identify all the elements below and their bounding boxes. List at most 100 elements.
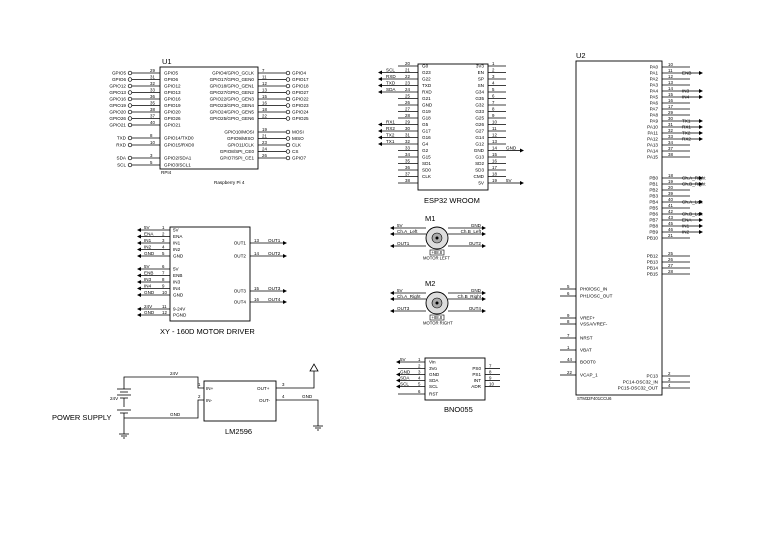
rpi-right-pin-number: 19 (262, 127, 267, 132)
stm32-right-pin-label: PA8 (650, 113, 659, 118)
driver-left-net: ENA (144, 232, 154, 237)
stm32-right-pin-number: 41 (668, 203, 673, 208)
stm32-right-pins: PA010PA111ENBPA212PA313PA414IN3PA515IN4P… (618, 62, 707, 391)
rpi-right-net: MISO (292, 136, 304, 141)
rpi-right-pin-label: GPIO18/GPIO_GEN1 (210, 84, 255, 89)
bno-right-pin-number: 9 (489, 376, 492, 381)
esp32-left-pin-label: G15 (422, 155, 431, 160)
stm32-right-pin-number: 21 (668, 233, 673, 238)
stm32-left-pin-label: VSSA/VREF- (580, 322, 608, 327)
rpi-left-net: GPIO6 (112, 77, 126, 82)
esp32-left-pin-number: 35 (405, 159, 410, 164)
net-24v-label: 24V (170, 371, 179, 376)
motor-part: MOTOR RIGHT (423, 321, 453, 326)
rpi-left-net: GPIO13 (109, 90, 126, 95)
stm32-right-pin-label: PB14 (647, 266, 659, 271)
rpi-right-net: CS (292, 149, 298, 154)
driver-right-pin-label: OUT4 (234, 300, 247, 305)
net-terminal (127, 162, 133, 168)
stm32-right-pin-label: PC13 (647, 374, 659, 379)
stm32-right-pin-label: PB3 (649, 194, 658, 199)
stm32-ref: U2 (576, 51, 586, 60)
esp32-left-pin-number: 33 (405, 146, 410, 151)
net-arrow-icon (396, 384, 400, 389)
driver-right-net: OUT3 (268, 286, 281, 291)
esp32-right-pin-number: 2 (492, 68, 495, 73)
stm32-left-pin-label: VBAT (580, 348, 592, 353)
rpi-left-pin-number: 29 (150, 68, 155, 73)
esp32-right-pin-label: SN (478, 83, 484, 88)
driver-left-pin-label: IN4 (173, 286, 181, 291)
net-gnd-out-label: GND (302, 394, 313, 399)
stm32-right-pin-label: PB0 (649, 176, 658, 181)
esp32-right-pin-number: 13 (492, 139, 497, 144)
stm32-right-pin-label: PB6 (649, 212, 658, 217)
lm-pin-in-minus: IN- (206, 398, 213, 403)
driver-left-pin-label: IN1 (173, 241, 181, 246)
stm32-right-pin-label: PA10 (647, 125, 658, 130)
rpi-left-net: GPIO26 (109, 116, 126, 121)
stm32-module[interactable]: U2 STM32F401CCU6 PA010PA111ENBPA212PA313… (560, 51, 706, 401)
esp32-right-pin-number: 7 (492, 100, 495, 105)
motor-value: +88.8 (432, 315, 443, 320)
rpi-left-net: GPIO19 (109, 103, 126, 108)
esp32-left-pin-number: 30 (405, 126, 410, 131)
bno-left-pin-number: 6 (418, 389, 421, 394)
driver-left-net: GND (144, 290, 155, 295)
driver-right-pin-label: OUT1 (234, 241, 247, 246)
net-arrow-icon (137, 254, 141, 258)
rpi-left-pin-number: 31 (150, 75, 155, 80)
motor-right[interactable]: M25VCh.A_RightOUT3GNDCh.B_RightOUT4+88.8… (390, 279, 486, 326)
esp32-right-pin-number: 19 (492, 178, 497, 183)
esp32-module[interactable]: ESP32 WROOM 20G021G23SCL22G22RXD23TXDTXD… (378, 61, 524, 205)
esp32-right-pin-label: CMD (474, 174, 485, 179)
motor-driver-part: XY - 160D MOTOR DRIVER (160, 327, 255, 336)
power-supply-section[interactable]: POWER SUPPLY 24V 24V GND LM2596 IN+ IN- … (52, 363, 323, 439)
rpi-right-net: GPIO25 (292, 116, 309, 121)
driver-right-net: OUT4 (268, 297, 281, 302)
stm32-right-pin-label: PB2 (649, 188, 658, 193)
driver-left-pin-number: 12 (162, 310, 167, 315)
net-arrow-icon (283, 254, 287, 258)
net-terminal (285, 96, 291, 102)
stm32-right-pin-number: 39 (668, 191, 673, 196)
esp32-left-pin-label: G23 (422, 70, 431, 75)
stm32-right-pin-number: 29 (668, 110, 673, 115)
motor-driver-body (169, 226, 251, 322)
driver-left-pin-label: 5V (173, 228, 180, 233)
bno-right-pin-label: PS0 (472, 366, 481, 371)
net-arrow-icon (482, 232, 486, 236)
power-supply-label: POWER SUPPLY (52, 413, 111, 422)
motor-left[interactable]: M15VCh.A_LeftOUT1GNDCh.B_LeftOUT2+88.8MO… (390, 214, 486, 261)
stm32-right-pin-number: 33 (668, 134, 673, 139)
rpi-left-pin-label: GPIO21 (164, 123, 181, 128)
driver-left-net: IN3 (144, 277, 152, 282)
esp32-left-pin-label: G19 (422, 109, 431, 114)
esp32-right-pin-label: GND (474, 148, 485, 153)
rpi-left-pin-label: GPIO19 (164, 103, 181, 108)
driver-left-pin-number: 10 (162, 290, 167, 295)
esp32-right-pin-number: 8 (492, 107, 495, 112)
stm32-right-pin-number: 4 (668, 383, 671, 388)
net-arrow-icon (283, 289, 287, 293)
stm32-left-pins: 5PH0/OSC_IN6PH1/OSC_OUT9VREF+8VSSA/VREF-… (560, 284, 613, 378)
rpi-left-pin-label: GPIO15/RXD0 (164, 143, 195, 148)
net-arrow-icon (137, 228, 141, 232)
bno055-module[interactable]: BNO055 1Vin5V23Vo3GNDGND4SDASDA5SCLSCL6R… (396, 357, 500, 414)
motor-value-box (429, 249, 445, 256)
bno-left-pin-label: GND (429, 372, 440, 377)
bno-left-pin-label: 3Vo (429, 366, 437, 371)
stm32-right-pin-label: PB12 (647, 254, 659, 259)
rpi-left-pin-number: 8 (150, 133, 153, 138)
rpi-left-net: GPIO12 (109, 84, 126, 89)
stm32-left-pin-number: 1 (567, 345, 570, 350)
wire-gnd (124, 399, 204, 419)
raspberry-pi-module[interactable]: U1 RPI4 Raspberry Pi 4 GPIO529GPIO5GPIO6… (109, 57, 309, 185)
bno-right-pin-label: INT (474, 378, 482, 383)
stm32-right-pin-number: 19 (668, 179, 673, 184)
driver-left-pin-number: 4 (162, 245, 165, 250)
esp32-right-pin-number: 15 (492, 152, 497, 157)
esp32-left-pin-label: SD0 (422, 168, 431, 173)
